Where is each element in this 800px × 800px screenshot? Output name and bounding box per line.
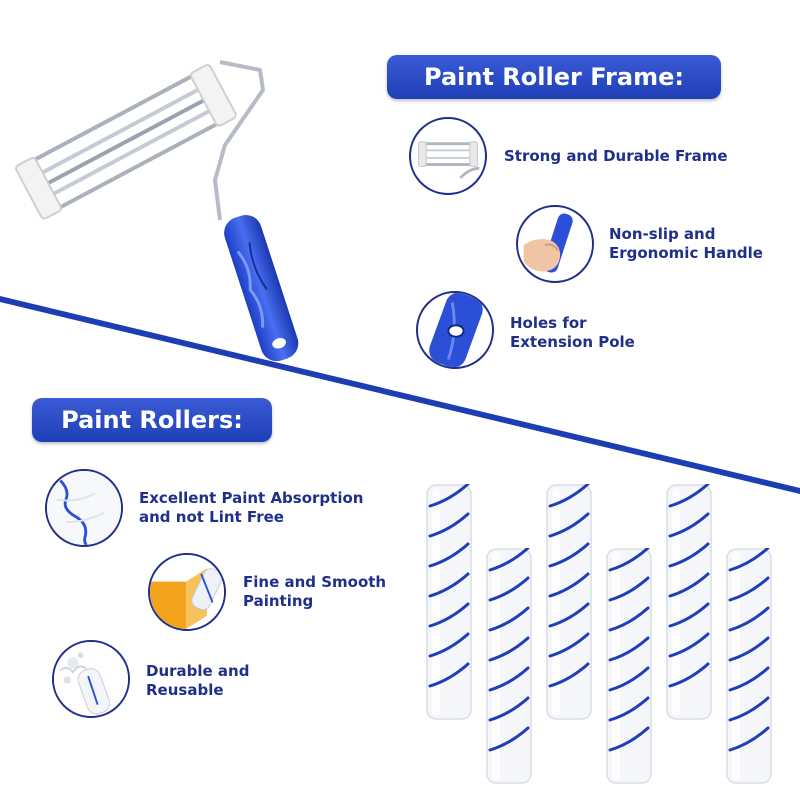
- roller-cover: [426, 484, 472, 720]
- roller-feature-3-text: Durable and Reusable: [146, 662, 249, 700]
- roller-feature-1-text: Excellent Paint Absorption and not Lint …: [139, 489, 363, 527]
- frame-feature-3-text: Holes for Extension Pole: [510, 314, 635, 352]
- roller-feature-1-line1: Excellent Paint Absorption: [139, 489, 364, 507]
- roller-feature-2-text: Fine and Smooth Painting: [243, 573, 386, 611]
- roller-cover: [666, 484, 712, 720]
- roller-feature-2-line2: Painting: [243, 592, 314, 610]
- frame-feature-2-text: Non-slip and Ergonomic Handle: [609, 225, 763, 263]
- roller-cover: [486, 548, 532, 784]
- frame-feature-1-text: Strong and Durable Frame: [504, 147, 728, 166]
- frame-feature-1-line1: Strong and Durable Frame: [504, 147, 728, 165]
- frame-feature-3-line2: Extension Pole: [510, 333, 635, 351]
- frame-section-title: Paint Roller Frame:: [387, 55, 721, 99]
- painting-stroke-icon: [148, 553, 226, 631]
- roller-fiber-icon: [45, 469, 123, 547]
- handle-hole-icon: [416, 291, 494, 369]
- roller-feature-3-line2: Reusable: [146, 681, 224, 699]
- roller-cover: [726, 548, 772, 784]
- frame-feature-2-line2: Ergonomic Handle: [609, 244, 763, 262]
- roller-feature-1-line2: and not Lint Free: [139, 508, 284, 526]
- frame-feature-3-line1: Holes for: [510, 314, 587, 332]
- hand-grip-icon: [516, 205, 594, 283]
- roller-feature-2-line1: Fine and Smooth: [243, 573, 387, 591]
- roller-cover: [546, 484, 592, 720]
- splash-roller-icon: [52, 640, 130, 718]
- frame-closeup-icon: [409, 117, 487, 195]
- roller-cover: [606, 548, 652, 784]
- frame-feature-2-line1: Non-slip and: [609, 225, 716, 243]
- rollers-section-title: Paint Rollers:: [32, 398, 272, 442]
- roller-frame-image: [15, 60, 299, 362]
- roller-feature-3-line1: Durable and: [146, 662, 250, 680]
